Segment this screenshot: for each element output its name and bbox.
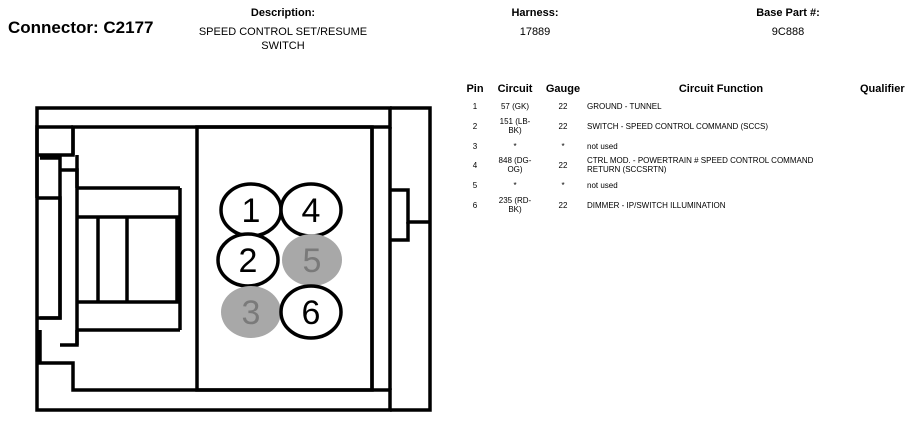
row-circuit: 235 (RD- BK) [492, 196, 538, 214]
column-header-circuit-function: Circuit Function [678, 83, 764, 95]
row-circuit-line1: * [513, 142, 517, 151]
row-circuit-line2: BK) [508, 205, 522, 214]
row-function: not used [587, 142, 865, 151]
description-value-line1: SPEED CONTROL SET/RESUME [198, 26, 368, 38]
row-circuit-line1: 235 (RD- [498, 196, 532, 205]
row-pin: 6 [472, 201, 478, 210]
pin-5-cavity [282, 234, 342, 286]
row-function: SWITCH - SPEED CONTROL COMMAND (SCCS) [587, 122, 865, 131]
row-circuit-line2: BK) [508, 126, 522, 135]
row-circuit: 848 (DG- OG) [492, 156, 538, 174]
row-circuit: * [492, 181, 538, 190]
connector-pins: 1 4 2 5 3 6 [216, 182, 343, 340]
row-circuit-line2: OG) [507, 165, 523, 174]
row-function-line1: SWITCH - SPEED CONTROL COMMAND (SCCS) [587, 122, 769, 131]
row-circuit: 57 (GK) [492, 102, 538, 111]
row-pin: 5 [472, 181, 478, 190]
pin-3-label: 3 [242, 294, 261, 332]
row-circuit-line1: * [513, 181, 517, 190]
row-pin: 2 [472, 122, 478, 131]
row-function: CTRL MOD. - POWERTRAIN # SPEED CONTROL C… [587, 156, 865, 174]
base-part-value: 9C888 [771, 26, 805, 38]
pin-4-label: 4 [302, 192, 321, 230]
description-value-line2: SWITCH [261, 40, 305, 52]
row-pin: 1 [472, 102, 478, 111]
harness-value: 17889 [519, 26, 551, 38]
row-function: not used [587, 181, 865, 190]
column-header-qualifier: Qualifier [860, 83, 905, 95]
row-function-line2: RETURN (SCCSRTN) [587, 165, 667, 174]
row-gauge: 22 [558, 122, 568, 131]
row-gauge: * [561, 142, 565, 151]
row-function-line1: not used [587, 181, 618, 190]
pin-2-label: 2 [239, 242, 258, 280]
pin-6-cavity [279, 284, 343, 340]
row-gauge: 22 [558, 102, 568, 111]
row-circuit-line1: 151 (LB- [499, 117, 531, 126]
pin-5-label: 5 [303, 242, 322, 280]
row-gauge: 22 [558, 201, 568, 210]
description-label: Description: [250, 7, 316, 19]
pin-2-cavity [216, 232, 280, 288]
row-circuit: * [492, 142, 538, 151]
row-function-line1: not used [587, 142, 618, 151]
row-gauge: * [561, 181, 565, 190]
connector-housing [35, 106, 432, 412]
harness-label: Harness: [511, 7, 559, 19]
row-circuit: 151 (LB- BK) [492, 117, 538, 135]
row-function-line1: DIMMER - IP/SWITCH ILLUMINATION [587, 201, 726, 210]
pin-3-cavity [221, 286, 281, 338]
column-header-pin: Pin [466, 83, 484, 95]
pin-1-label: 1 [242, 192, 261, 230]
row-function-line1: GROUND - TUNNEL [587, 102, 662, 111]
column-header-gauge: Gauge [545, 83, 581, 95]
description-value: SPEED CONTROL SET/RESUME SWITCH [183, 25, 383, 53]
column-header-circuit: Circuit [497, 83, 533, 95]
row-circuit-line1: 848 (DG- [498, 156, 532, 165]
pin-6-label: 6 [302, 294, 321, 332]
row-gauge: 22 [558, 161, 568, 170]
row-function: GROUND - TUNNEL [587, 102, 865, 111]
row-circuit-line1: 57 (GK) [500, 102, 529, 111]
row-pin: 3 [472, 142, 478, 151]
connector-title: Connector: C2177 [8, 18, 154, 37]
row-function-line1: CTRL MOD. - POWERTRAIN # SPEED CONTROL C… [587, 156, 814, 165]
row-pin: 4 [472, 161, 478, 170]
base-part-label: Base Part #: [756, 7, 820, 19]
row-function: DIMMER - IP/SWITCH ILLUMINATION [587, 201, 865, 210]
